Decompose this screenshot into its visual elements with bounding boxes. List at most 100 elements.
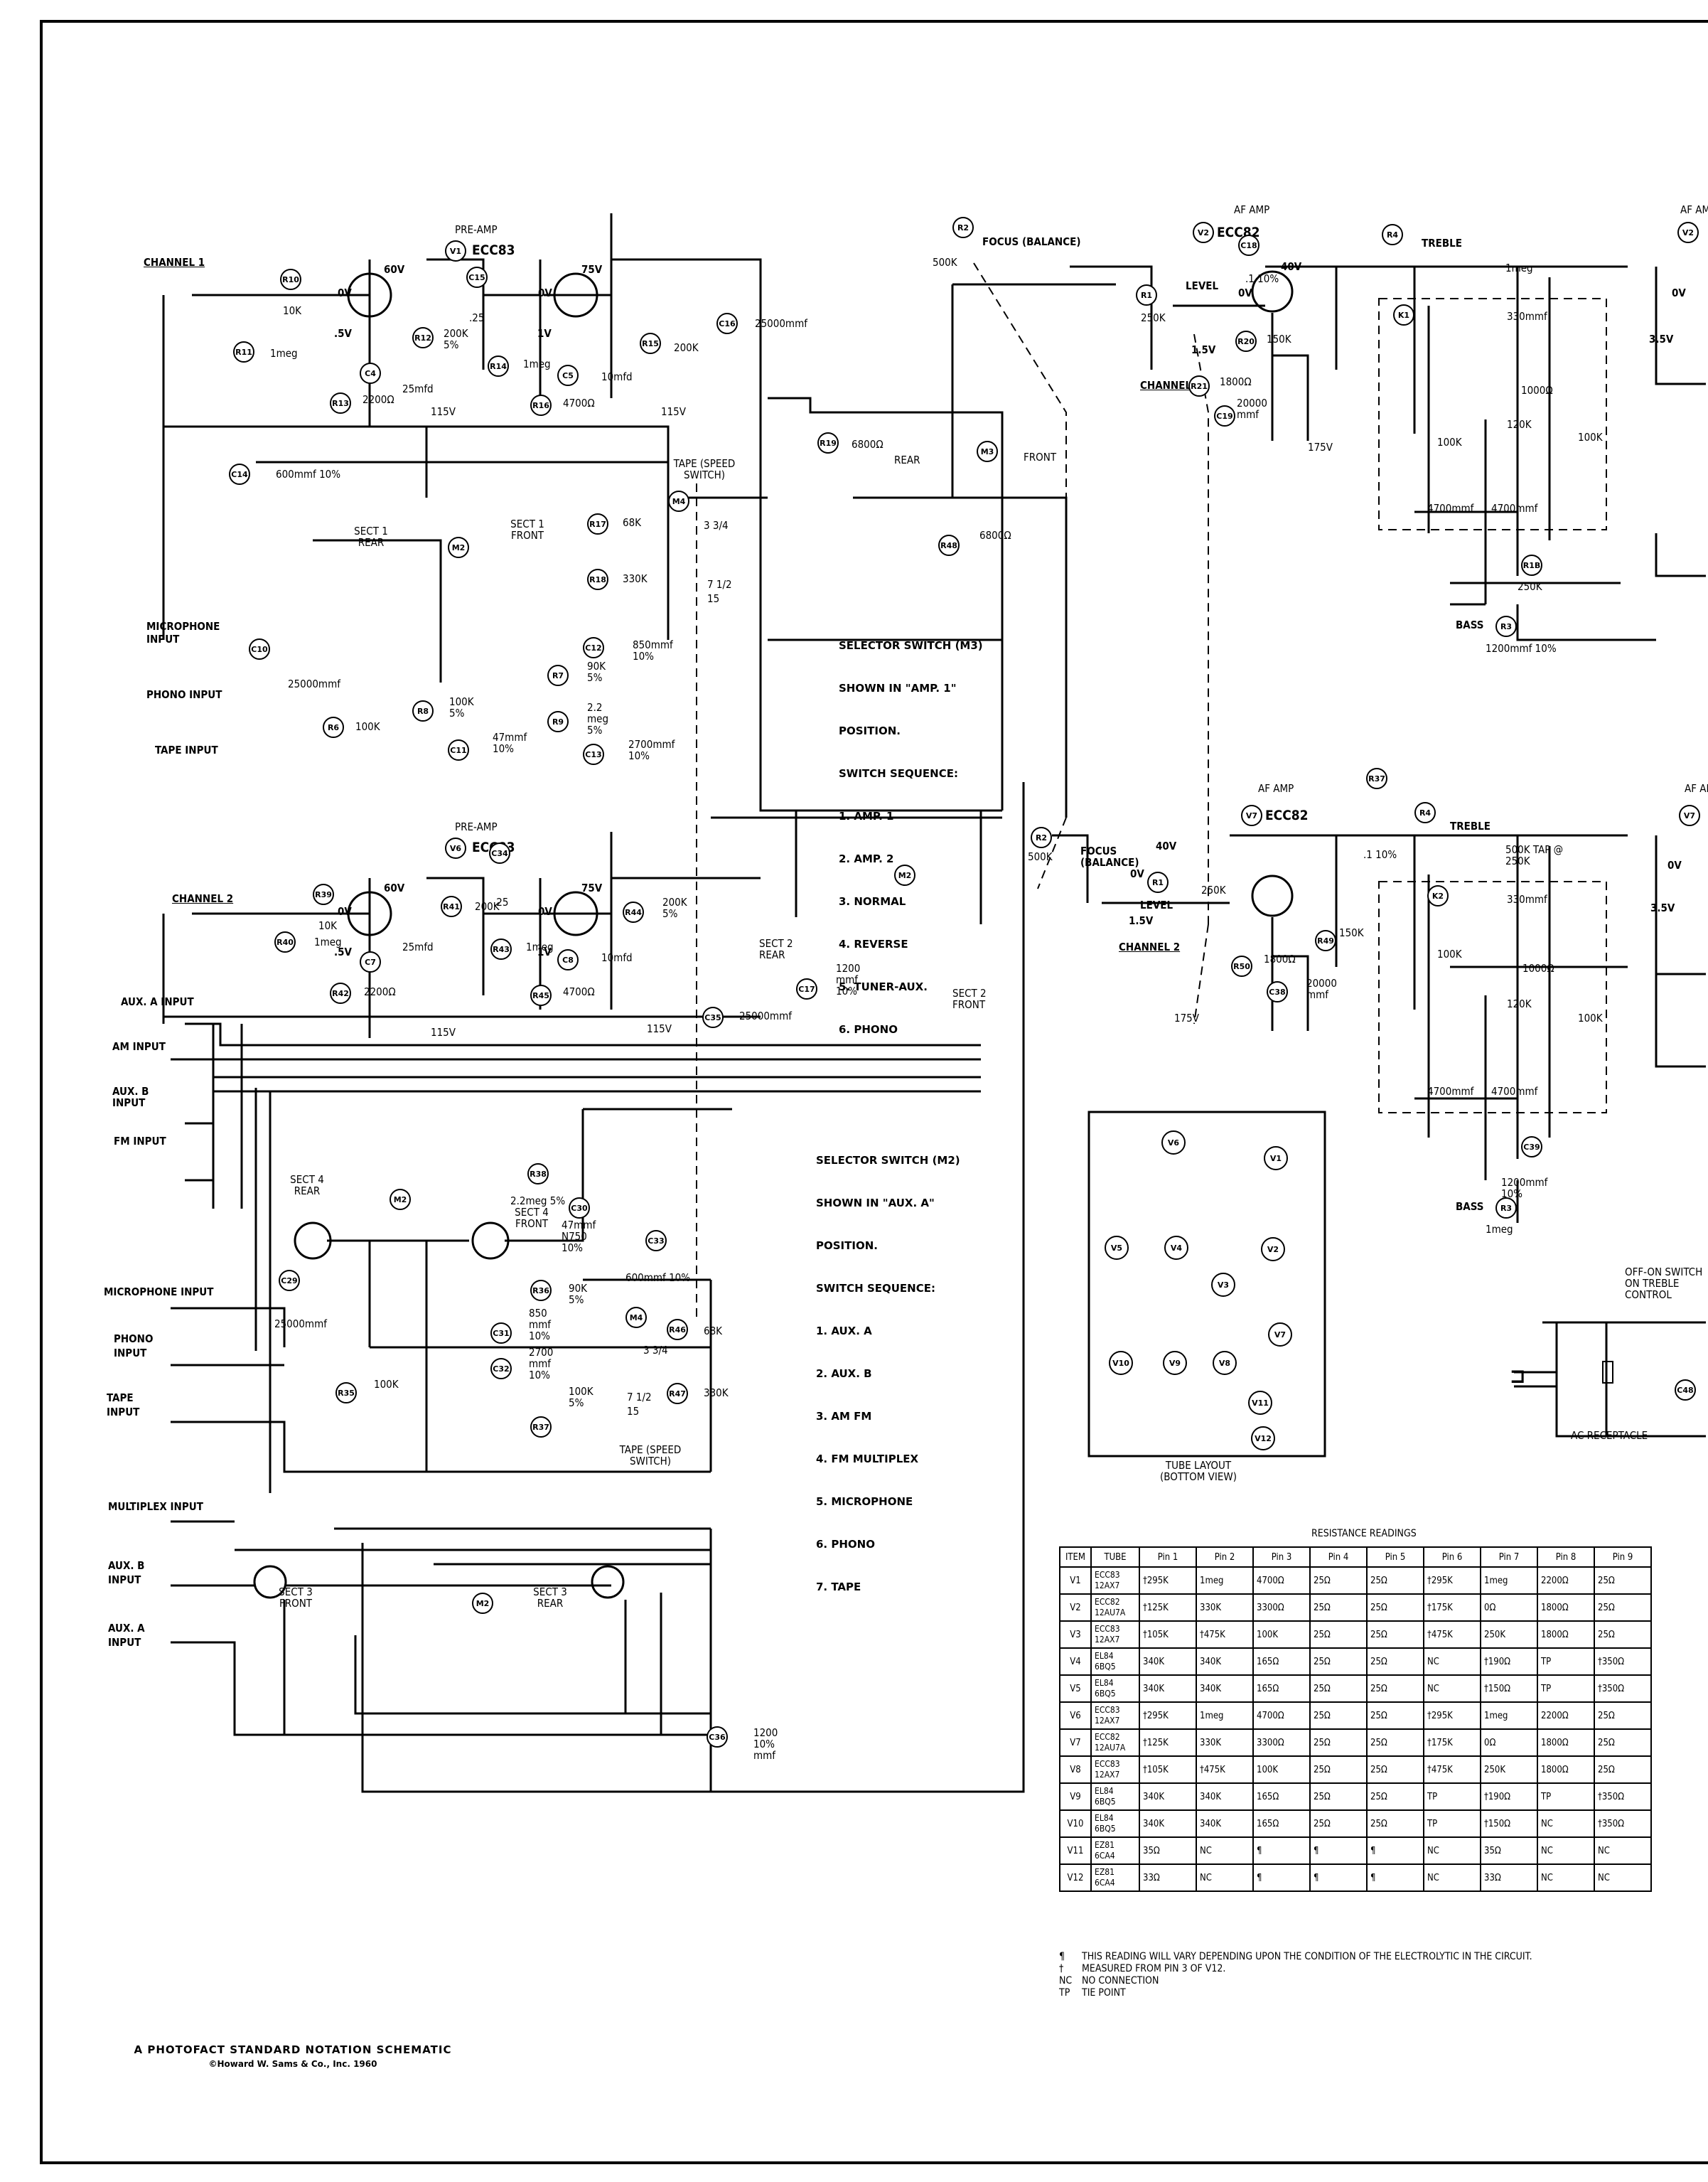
v6-ref: V6 — [445, 838, 466, 859]
m2-seq-item: 6. PHONO — [816, 1538, 875, 1551]
r46-ref: R46 — [667, 1319, 688, 1340]
c39-ref: C39 — [1521, 1136, 1542, 1157]
v1b-grid-voltage: 0V — [538, 287, 552, 299]
tube-v2: V2 — [1261, 1237, 1285, 1261]
pin-reading-cell: 340K — [1196, 1809, 1254, 1838]
m2-seq-item: 4. FM MULTIPLEX — [816, 1453, 919, 1465]
v1b-cathode-voltage: 1V — [537, 327, 552, 340]
m3-line: SHOWN IN "AMP. 1" — [839, 682, 957, 695]
c19-ref: C19 — [1214, 405, 1235, 427]
r39-value: 10K — [318, 919, 338, 932]
tube-v8: V8 — [1213, 1351, 1237, 1375]
microphone-input-2-label: MICROPHONE INPUT — [104, 1285, 214, 1298]
c48-ref: C48 — [1675, 1379, 1696, 1401]
pin-reading-cell: 25Ω — [1366, 1728, 1424, 1757]
r20-ref: R20 — [1235, 331, 1257, 352]
legend-key: ¶ — [1059, 1951, 1065, 1962]
m2-line: SELECTOR SWITCH (M2) — [816, 1154, 960, 1167]
v6b-plate-voltage: 75V — [581, 882, 603, 894]
v2b-ref: V2 — [1677, 222, 1699, 243]
tube-type: 6CA4 — [1095, 1851, 1115, 1861]
r41-value: 200K — [475, 900, 500, 913]
pin-reading-cell: NC — [1423, 1863, 1481, 1892]
legend-item: ¶THIS READING WILL VARY DEPENDING UPON T… — [1059, 1951, 1532, 1962]
r40-value: 1meg — [314, 936, 342, 948]
c32-ref: C32 — [490, 1358, 512, 1379]
pin-reading-cell: NC — [1196, 1863, 1254, 1892]
tube-type: 12AX7 — [1095, 1716, 1120, 1726]
r38-ref: R38 — [527, 1163, 549, 1184]
pin-reading-cell: †175K — [1423, 1728, 1481, 1757]
m2-line: SHOWN IN "AUX. A" — [816, 1197, 935, 1209]
item-cell: V1 — [1059, 1566, 1092, 1595]
k1-330mmf: 330mmf — [1507, 310, 1547, 323]
v1-tube-type: ECC83 — [472, 242, 515, 258]
m2-ref: M2 — [472, 1593, 493, 1614]
r9-value: 2.2 meg 5% — [587, 701, 609, 737]
tube-type: EZ81 — [1095, 1867, 1115, 1877]
r3b-ref: R3 — [1495, 1197, 1517, 1219]
c4-ref: C4 — [360, 363, 381, 384]
r4b-value: 500K TAP @ 250K — [1505, 843, 1564, 867]
aux-b-input-label: AUX. B INPUT — [112, 1085, 149, 1109]
tape-speed-switch-label: TAPE (SPEED SWITCH) — [673, 457, 736, 481]
c8-ref: C8 — [557, 949, 579, 970]
r2a-ref: R2 — [952, 217, 974, 238]
pin-reading-cell: 165Ω — [1252, 1647, 1311, 1676]
pin-reading-cell: 25Ω — [1309, 1620, 1368, 1649]
col-pin: Pin 8 — [1537, 1546, 1595, 1568]
r48-value: 6800Ω — [979, 529, 1011, 542]
c18-ref: C18 — [1238, 235, 1259, 256]
pin-reading-cell: NC — [1537, 1863, 1595, 1892]
pin-reading-cell: ¶ — [1366, 1863, 1424, 1892]
r40-ref: R40 — [274, 931, 296, 953]
r1a-value: 250K — [1141, 311, 1166, 324]
r20-value: 150K — [1267, 333, 1291, 346]
v2a-ref: V2 — [1193, 222, 1214, 243]
tube-v11: V11 — [1248, 1391, 1272, 1415]
pin-reading-cell: †295K — [1139, 1566, 1197, 1595]
m3-line: SELECTOR SWITCH (M3) — [839, 639, 983, 652]
tube-layout-caption: TUBE LAYOUT (BOTTOM VIEW) — [1160, 1459, 1237, 1483]
tube-type: 6BQ5 — [1095, 1797, 1116, 1807]
pin-reading-cell: †295K — [1423, 1566, 1481, 1595]
r45-ref: R45 — [530, 985, 552, 1006]
b-plus-115v: 115V — [431, 405, 456, 418]
col-pin: Pin 5 — [1366, 1546, 1424, 1568]
k1-1000ohm: 1000Ω — [1521, 384, 1553, 397]
sect4-front-label: SECT 4 FRONT — [515, 1206, 549, 1230]
sect3-front-label: SECT 3 FRONT — [279, 1585, 313, 1610]
pin-reading-cell: 25Ω — [1594, 1728, 1652, 1757]
c10-value: 25000mmf — [288, 678, 340, 690]
pin-reading-cell: 25Ω — [1366, 1593, 1424, 1622]
c35-ref: C35 — [702, 1007, 724, 1028]
col-pin: Pin 3 — [1252, 1546, 1311, 1568]
v1b-plate-voltage: 75V — [581, 263, 603, 276]
m3-seq-item: 5. TUNER-AUX. — [839, 980, 928, 993]
r37-value: 100K 5% — [569, 1385, 593, 1409]
pin-reading-cell: 25Ω — [1309, 1647, 1368, 1676]
tube-v3: V3 — [1211, 1273, 1235, 1297]
pin-reading-cell: 33Ω — [1480, 1863, 1538, 1892]
pin-reading-cell: 1meg — [1196, 1566, 1254, 1595]
pin-reading-cell: 1800Ω — [1537, 1620, 1595, 1649]
r15-value: 200K — [674, 341, 699, 354]
pin-reading-cell: 25Ω — [1594, 1620, 1652, 1649]
k2-4700mmf-b: 4700mmf — [1491, 1085, 1538, 1098]
k1-100k: 100K — [1437, 436, 1462, 449]
k1-4700mmf: 4700mmf — [1427, 502, 1474, 515]
m2-line: POSITION. — [816, 1239, 878, 1252]
c34-ref: C34 — [489, 843, 510, 864]
pin-reading-cell: †175K — [1423, 1593, 1481, 1622]
pin-reading-cell: 25Ω — [1366, 1620, 1424, 1649]
r36-ref: R36 — [530, 1280, 552, 1301]
c35-value: 25000mmf — [739, 1010, 792, 1022]
pin-reading-cell: ¶ — [1309, 1863, 1368, 1892]
